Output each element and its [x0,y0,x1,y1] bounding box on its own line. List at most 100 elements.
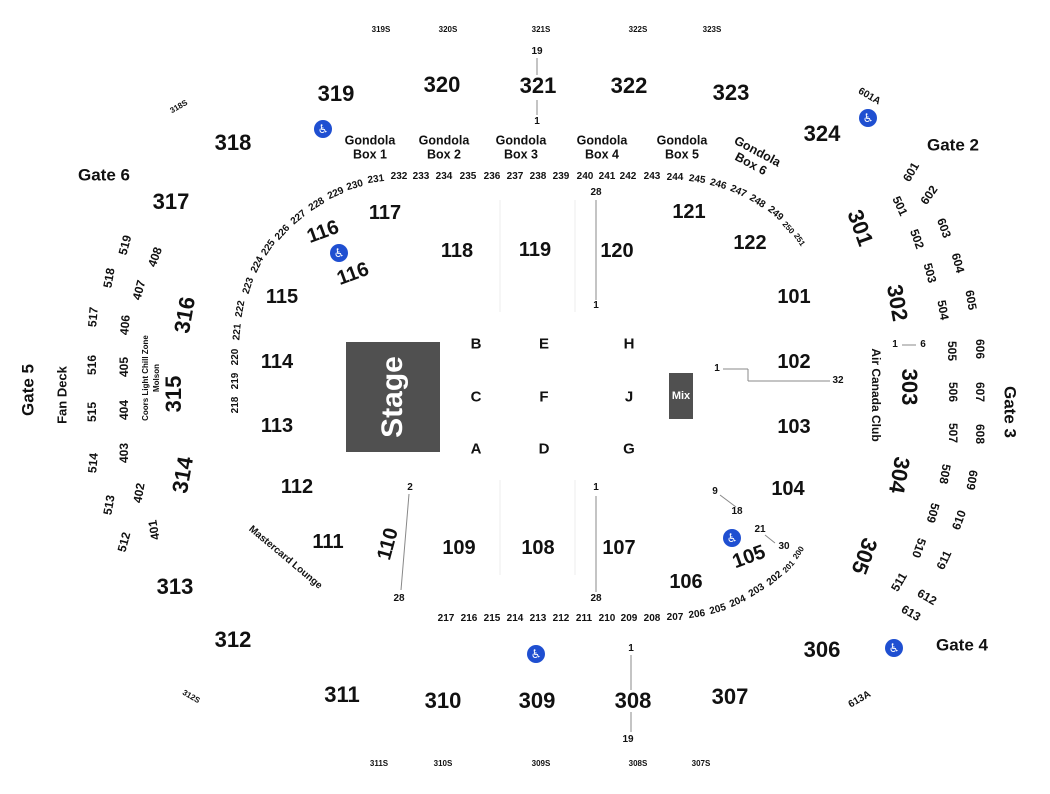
section-114[interactable]: 114 [260,351,294,373]
section-216[interactable]: 216 [460,613,478,624]
section-215[interactable]: 215 [483,613,501,624]
section-403[interactable]: 403 [117,442,131,464]
section-507[interactable]: 507 [946,422,960,444]
section-210[interactable]: 210 [598,613,616,624]
floor-section-a[interactable]: A [470,440,482,458]
gondola-box-4[interactable]: Gondola Box 4 [576,133,628,162]
section-217[interactable]: 217 [437,613,455,624]
section-212[interactable]: 212 [552,613,570,624]
section-242[interactable]: 242 [619,171,637,182]
section-245[interactable]: 245 [688,172,707,187]
section-504[interactable]: 504 [934,298,952,322]
section-317[interactable]: 317 [152,189,190,214]
section-406[interactable]: 406 [117,314,133,336]
section-607[interactable]: 607 [973,381,987,403]
section-244[interactable]: 244 [666,172,684,183]
section-324[interactable]: 324 [803,121,841,146]
suite-label[interactable]: 307S [691,759,711,768]
section-118[interactable]: 118 [440,240,474,262]
section-405[interactable]: 405 [117,356,131,378]
section-308[interactable]: 308 [614,688,652,713]
section-313[interactable]: 313 [156,574,194,599]
section-213[interactable]: 213 [529,613,547,624]
section-209[interactable]: 209 [620,613,638,624]
section-303[interactable]: 303 [897,368,922,406]
section-115[interactable]: 115 [265,286,299,308]
floor-section-f[interactable]: F [539,388,549,406]
section-119[interactable]: 119 [518,239,552,261]
suite-label[interactable]: 308S [628,759,648,768]
section-517[interactable]: 517 [85,306,101,328]
section-315[interactable]: 315 [161,375,186,413]
section-513[interactable]: 513 [100,493,118,517]
section-304[interactable]: 304 [883,454,915,496]
section-404[interactable]: 404 [117,399,131,421]
floor-section-j[interactable]: J [624,388,634,406]
section-518[interactable]: 518 [100,266,118,290]
floor-section-h[interactable]: H [623,335,635,353]
section-319[interactable]: 319 [317,81,355,106]
section-233[interactable]: 233 [412,171,430,182]
section-505[interactable]: 505 [945,340,959,362]
floor-section-d[interactable]: D [538,440,550,458]
section-122[interactable]: 122 [733,232,767,254]
section-120[interactable]: 120 [600,240,634,262]
section-508[interactable]: 508 [936,462,954,486]
section-232[interactable]: 232 [390,171,408,182]
section-106[interactable]: 106 [669,571,703,593]
section-207[interactable]: 207 [666,612,684,623]
section-112[interactable]: 112 [280,476,314,498]
section-515[interactable]: 515 [85,401,99,423]
section-220[interactable]: 220 [230,348,241,366]
section-240[interactable]: 240 [576,171,594,182]
section-323[interactable]: 323 [712,80,750,105]
section-310[interactable]: 310 [424,688,462,713]
suite-label[interactable]: 309S [531,759,551,768]
suite-label[interactable]: 321S [531,25,551,34]
suite-label[interactable]: 322S [628,25,648,34]
section-243[interactable]: 243 [643,171,661,182]
section-111[interactable]: 111 [312,531,344,553]
floor-section-c[interactable]: C [470,388,482,406]
section-311[interactable]: 311 [324,682,360,707]
section-236[interactable]: 236 [483,171,501,182]
section-606[interactable]: 606 [973,338,987,360]
section-516[interactable]: 516 [85,354,99,376]
section-208[interactable]: 208 [643,613,661,624]
section-109[interactable]: 109 [442,537,476,559]
suite-label[interactable]: 323S [702,25,722,34]
section-312[interactable]: 312 [214,627,252,652]
section-211[interactable]: 211 [575,613,593,624]
section-239[interactable]: 239 [552,171,570,182]
suite-label[interactable]: 319S [371,25,391,34]
suite-label[interactable]: 310S [433,759,453,768]
section-234[interactable]: 234 [435,171,453,182]
section-102[interactable]: 102 [777,351,811,373]
section-320[interactable]: 320 [423,72,461,97]
gondola-box-1[interactable]: Gondola Box 1 [344,133,396,162]
section-401[interactable]: 401 [145,518,163,542]
section-237[interactable]: 237 [506,171,524,182]
section-235[interactable]: 235 [459,171,477,182]
floor-section-g[interactable]: G [623,440,635,458]
suite-label[interactable]: 311S [369,759,389,768]
floor-section-b[interactable]: B [470,335,482,353]
section-101[interactable]: 101 [777,286,811,308]
section-104[interactable]: 104 [771,478,805,500]
section-322[interactable]: 322 [610,73,648,98]
section-318[interactable]: 318 [214,130,252,155]
section-107[interactable]: 107 [602,537,636,559]
section-221[interactable]: 221 [231,323,244,341]
section-514[interactable]: 514 [85,452,101,474]
section-218[interactable]: 218 [230,396,241,414]
section-608[interactable]: 608 [973,423,987,445]
gondola-box-5[interactable]: Gondola Box 5 [656,133,708,162]
section-113[interactable]: 113 [260,415,294,437]
floor-section-e[interactable]: E [538,335,550,353]
section-506[interactable]: 506 [946,381,960,403]
section-121[interactable]: 121 [672,201,706,223]
gondola-box-2[interactable]: Gondola Box 2 [418,133,470,162]
section-307[interactable]: 307 [711,684,749,709]
section-306[interactable]: 306 [803,637,841,662]
suite-label[interactable]: 320S [438,25,458,34]
